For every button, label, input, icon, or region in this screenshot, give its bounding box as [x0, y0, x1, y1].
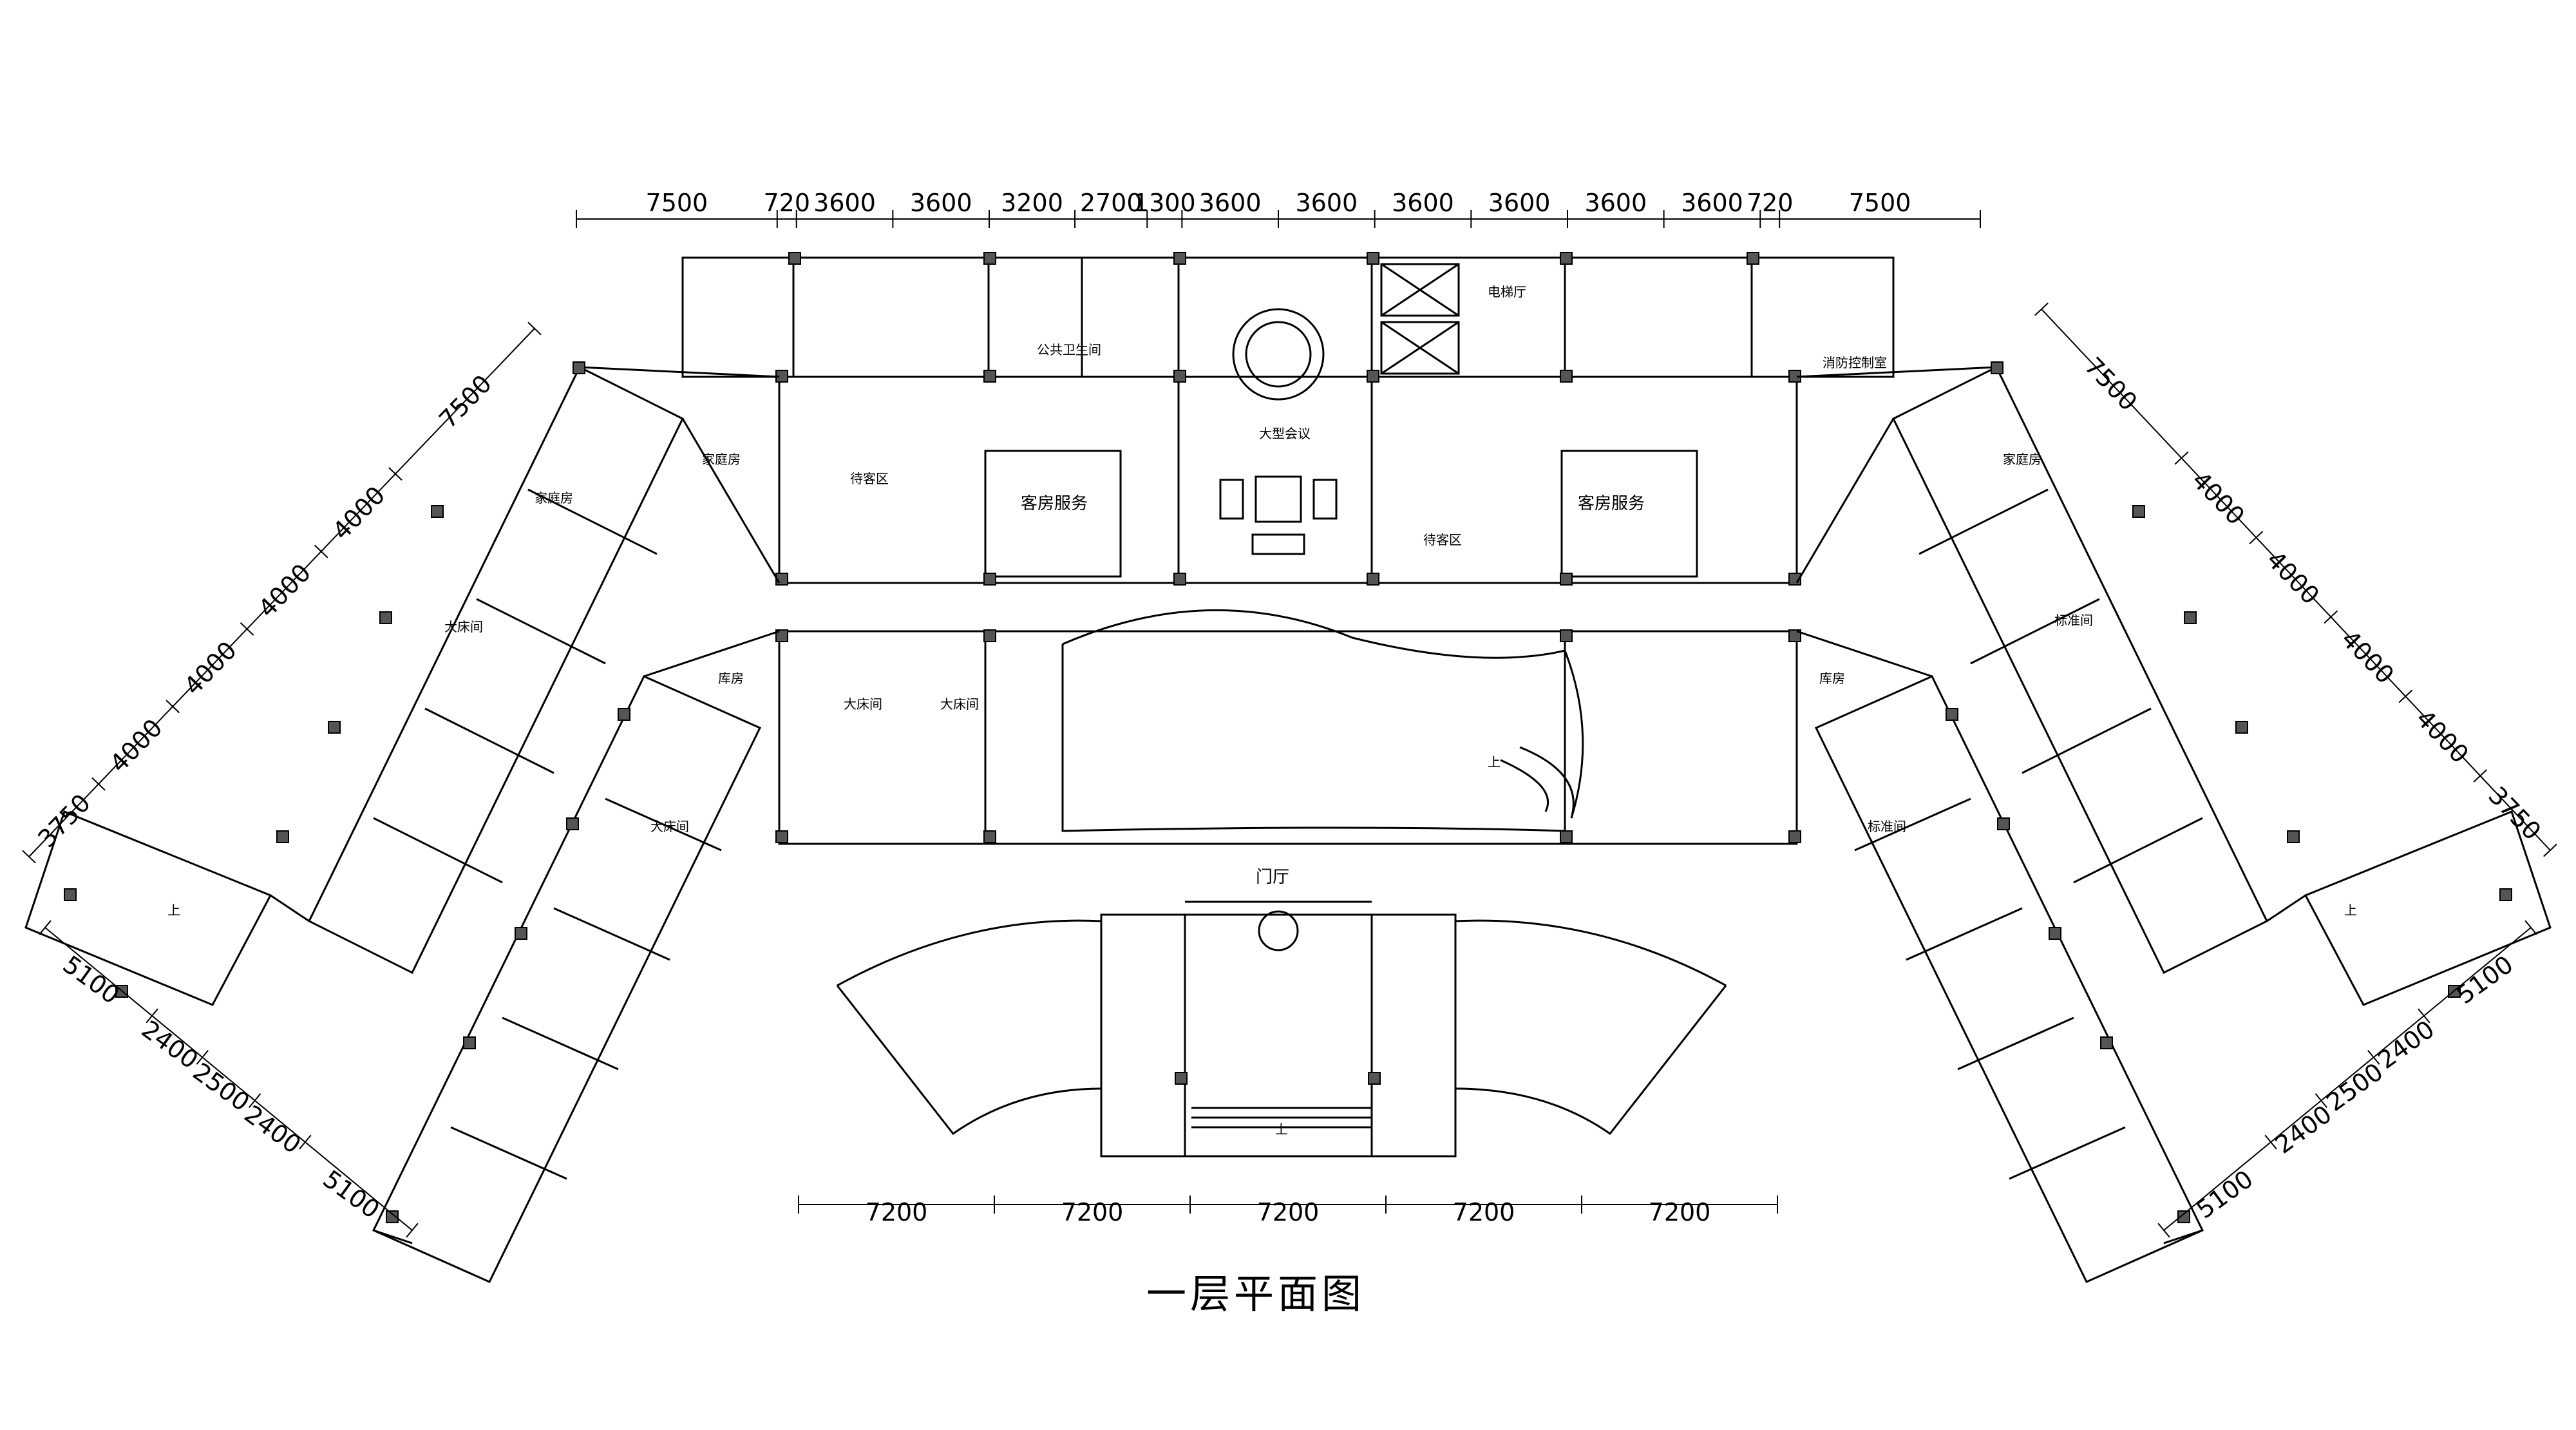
dimension-label-top: 7500: [1849, 189, 1911, 217]
label-elevator-hall: 电梯厅: [1488, 284, 1526, 300]
dimension-label-top: 2700: [1080, 189, 1142, 217]
dimension-lines: [22, 210, 2557, 1238]
dimension-label-right_wing_end: 2500: [2321, 1057, 2388, 1116]
dimension-line: [2174, 451, 2189, 465]
dimension-label-left_wing_outer: 4000: [178, 636, 242, 700]
label-double-room-d: 大床间: [650, 819, 689, 834]
dimension-label-top: 720: [1747, 189, 1794, 217]
dimension-line: [2418, 1008, 2430, 1024]
dimension-line: [196, 1049, 209, 1065]
dimension-label-right_wing_end: 5100: [2451, 950, 2518, 1009]
dimension-label-top: 3600: [813, 189, 876, 217]
dimension-label-left_wing_end: 5100: [317, 1165, 384, 1224]
dimension-label-right_wing_end: 2400: [2372, 1015, 2439, 1074]
left-wing: [24, 365, 781, 1283]
dimension-line: [2473, 769, 2488, 783]
dimension-line: [314, 544, 328, 558]
dimension-label-left_wing_outer: 4000: [327, 481, 391, 545]
dimension-label-top: 1300: [1133, 189, 1196, 217]
label-up-mark-right: 上: [2344, 902, 2357, 918]
dimension-line: [2249, 531, 2264, 544]
label-lobby: 门厅: [1256, 868, 1289, 887]
dimension-line: [22, 850, 36, 864]
dimension-label-top: 720: [763, 189, 810, 217]
dimension-line: [299, 1134, 312, 1150]
dimension-label-left_wing_outer: 4000: [104, 714, 168, 778]
label-waiting-right: 待客区: [1423, 532, 1462, 548]
dimension-label-left_wing_outer: 4000: [252, 558, 316, 623]
label-family-room-right: 家庭房: [2003, 452, 2041, 467]
dimension-line: [2163, 927, 2532, 1231]
dimension-label-left_wing_end: 2500: [188, 1057, 255, 1116]
dimension-line: [527, 321, 542, 336]
dimension-label-left_wing_outer: 7500: [433, 369, 497, 434]
label-double-room-a: 大床间: [844, 696, 882, 712]
dimension-line: [2157, 1223, 2170, 1238]
dimension-line: [406, 1223, 419, 1238]
dimension-label-top: 3600: [1584, 189, 1647, 217]
label-public-toilet: 公共卫生间: [1037, 342, 1101, 358]
label-service-left: 客房服务: [1021, 494, 1088, 513]
dimension-label-top: 3600: [1681, 189, 1743, 217]
label-up-mark-stair: 上: [1488, 754, 1501, 770]
label-double-room-b: 大床间: [940, 696, 979, 712]
label-waiting-left: 待客区: [850, 471, 889, 486]
dimension-line: [2264, 1134, 2277, 1150]
dimension-label-top: 3600: [1392, 189, 1454, 217]
dimension-line: [2367, 1049, 2380, 1065]
dimension-label-top: 3600: [910, 189, 972, 217]
right-wing-columns: [1946, 361, 2512, 1223]
dimension-line: [240, 622, 254, 636]
label-up-mark-entrance: 上: [1275, 1121, 1288, 1137]
dimension-label-top: 3600: [1199, 189, 1262, 217]
dimension-line: [39, 920, 52, 935]
dimension-line: [2543, 843, 2557, 857]
dimension-label-bottom: 7200: [1649, 1198, 1711, 1226]
dimension-label-right_wing_end: 2400: [2270, 1100, 2337, 1159]
dimension-label-left_wing_end: 5100: [58, 950, 125, 1009]
dimension-label-top: 3600: [1488, 189, 1551, 217]
label-standard-room-b: 标准间: [1868, 819, 1906, 834]
column-grid: [775, 252, 1801, 1085]
label-double-room-c: 大床间: [444, 619, 483, 634]
label-fire-control: 消防控制室: [1823, 355, 1887, 370]
dimension-line: [146, 1008, 158, 1024]
label-storage-right: 库房: [1819, 671, 1845, 686]
dimension-line: [91, 777, 106, 791]
dimension-label-bottom: 7200: [866, 1198, 928, 1226]
label-meeting-room: 大型会议: [1259, 426, 1311, 441]
dimension-line: [166, 700, 180, 714]
dimension-label-top: 7500: [646, 189, 708, 217]
dimension-line: [388, 467, 402, 481]
dimension-label-top: 3600: [1295, 189, 1358, 217]
dimension-line: [2324, 610, 2338, 624]
right-wing: [1795, 365, 2552, 1283]
label-storage-left: 库房: [718, 671, 744, 686]
dimension-line: [2398, 689, 2413, 703]
dimension-line: [44, 927, 413, 1231]
label-up-mark-left: 上: [167, 902, 180, 918]
dimension-line: [28, 328, 535, 857]
dimension-label-left_wing_end: 2400: [137, 1015, 204, 1074]
dimension-line: [249, 1093, 261, 1109]
dimension-line: [2524, 920, 2537, 935]
dimension-label-right_wing_end: 5100: [2191, 1165, 2258, 1224]
label-service-right: 客房服务: [1578, 494, 1645, 513]
label-family-room-left-2: 家庭房: [535, 490, 573, 506]
label-family-room-left: 家庭房: [702, 452, 741, 467]
drawing-title: 一层平面图: [1146, 1270, 1365, 1317]
dimension-line: [2034, 302, 2049, 316]
central-block-walls: [681, 256, 1895, 1158]
dimension-label-bottom: 7200: [1453, 1198, 1515, 1226]
dimension-line: [2315, 1093, 2327, 1109]
label-standard-room-a: 标准间: [2054, 613, 2093, 628]
dimension-label-bottom: 7200: [1257, 1198, 1320, 1226]
dimension-line: [2041, 309, 2551, 851]
dimension-label-left_wing_end: 2400: [239, 1100, 306, 1159]
dimension-label-bottom: 7200: [1061, 1198, 1124, 1226]
dimension-label-top: 3200: [1001, 189, 1063, 217]
